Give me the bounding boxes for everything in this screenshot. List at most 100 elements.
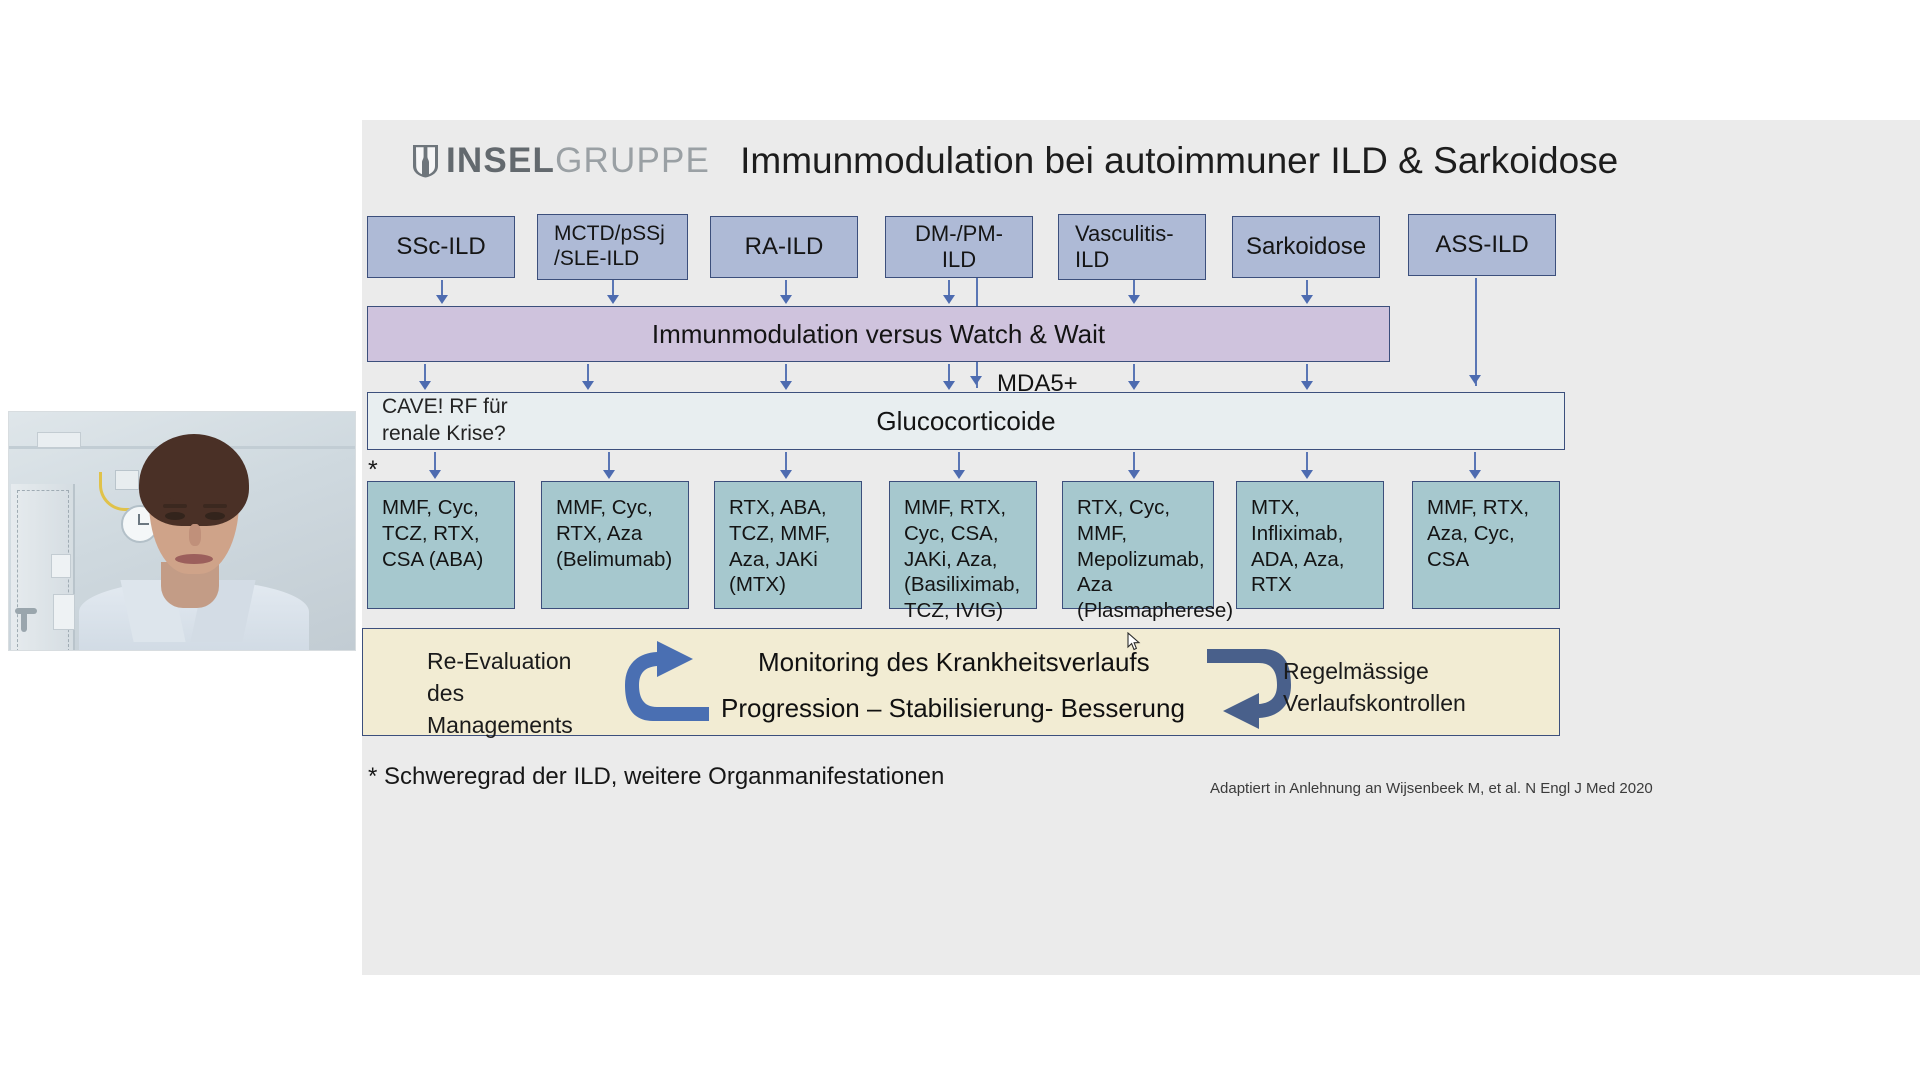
treatment-box-ssc-ild[interactable]: MMF, Cyc, TCZ, RTX, CSA (ABA) — [367, 481, 515, 609]
monitoring-left-line: Re-Evaluation — [427, 648, 572, 674]
monitoring-right-line: Regelmässige — [1283, 658, 1429, 684]
arrow-mda5-to-gluco — [969, 376, 983, 392]
treatment-line: Cyc, CSA, — [904, 521, 999, 545]
diagnosis-box-sarkoidose[interactable]: Sarkoidose — [1232, 216, 1380, 278]
treatment-box-dm-pm-ild[interactable]: MMF, RTX, Cyc, CSA, JAKi, Aza, (Basilixi… — [889, 481, 1037, 622]
band-immunomodulation-label: Immunmodulation versus Watch & Wait — [651, 318, 1106, 349]
arrow-gluco-to-tx-1 — [428, 452, 442, 480]
presenter-video-thumbnail[interactable] — [8, 411, 356, 651]
arrow-gluco-to-tx-7 — [1468, 452, 1482, 480]
cam-mouth — [175, 554, 213, 564]
cam-door-handle-stem — [21, 608, 27, 632]
curved-arrow-up-icon — [625, 641, 709, 721]
diagnosis-box-ssc-ild[interactable]: SSc-ILD — [367, 216, 515, 278]
monitoring-right-line: Verlaufskontrollen — [1283, 690, 1466, 717]
arrow-dmpm-to-immuno — [942, 280, 956, 305]
treatment-line: JAKi, Aza, — [904, 547, 998, 571]
arrow-vasculitis-to-immuno — [1127, 280, 1141, 305]
band-immunomodulation[interactable]: Immunmodulation versus Watch & Wait — [367, 306, 1390, 362]
cam-yellow-hose — [99, 472, 148, 511]
arrow-immuno-to-gluco-4 — [942, 364, 956, 391]
credit-text: Adaptiert in Anlehnung an Wijsenbeek M, … — [1210, 780, 1653, 797]
diagnosis-label: RA-ILD — [744, 232, 824, 260]
asterisk-marker: * — [368, 456, 378, 484]
bypass-line-ass-ild — [1475, 278, 1477, 386]
mouse-cursor-icon — [1127, 632, 1141, 651]
diagnosis-label: Vasculitis- ILD — [1075, 221, 1174, 272]
arrow-immuno-to-gluco-6 — [1300, 364, 1314, 391]
diagnosis-box-mctd-psjs-sle-ild[interactable]: MCTD/pSSj /SLE-ILD — [537, 214, 688, 280]
treatment-line: CSA (ABA) — [382, 547, 484, 571]
arrow-immuno-to-gluco-1 — [418, 364, 432, 391]
curved-arrow-down-icon — [1207, 649, 1291, 729]
diagnosis-label: DM-/PM-ILD — [915, 221, 1003, 272]
diagnosis-label: SSc-ILD — [396, 232, 486, 260]
treatment-line: (Basiliximab, — [904, 573, 1021, 597]
treatment-line: TCZ, IVIG) — [904, 599, 1004, 623]
treatment-line: CSA — [1427, 547, 1470, 571]
cave-note: CAVE! RF für renale Krise? — [382, 395, 508, 445]
insel-shield-icon — [413, 144, 438, 177]
treatment-line: MMF, Cyc, — [556, 496, 653, 519]
arrow-gluco-to-tx-4 — [952, 452, 966, 480]
diagnosis-label: ASS-ILD — [1435, 230, 1529, 258]
diagnosis-box-dm-pm-ild[interactable]: DM-/PM-ILD — [885, 216, 1033, 278]
treatment-line: ADA, Aza, RTX — [1251, 547, 1345, 597]
logo-insel-text: INSEL — [446, 141, 556, 180]
arrow-ra-to-immuno — [779, 280, 793, 305]
treatment-line: RTX, Aza — [556, 521, 643, 545]
treatment-box-sarkoidose[interactable]: MTX, Infliximab, ADA, Aza, RTX — [1236, 481, 1384, 609]
monitoring-left-text: Re-Evaluation des Managements — [427, 645, 573, 742]
diagnosis-box-ass-ild[interactable]: ASS-ILD — [1408, 214, 1556, 276]
slide-header: INSEL GRUPPE Immunmodulation bei autoimm… — [412, 142, 1618, 179]
arrow-gluco-to-tx-3 — [779, 452, 793, 480]
treatment-line: TCZ, RTX, — [382, 521, 480, 545]
monitoring-left-line: Managements — [427, 712, 573, 739]
treatment-line: MMF, RTX, — [904, 496, 1007, 519]
treatment-box-ass-ild[interactable]: MMF, RTX, Aza, Cyc, CSA — [1412, 481, 1560, 609]
diagnosis-box-vasculitis-ild[interactable]: Vasculitis- ILD — [1058, 214, 1206, 280]
arrow-ssc-to-immuno — [435, 280, 449, 305]
treatment-box-mctd-psjs-sle-ild[interactable]: MMF, Cyc, RTX, Aza (Belimumab) — [541, 481, 689, 609]
treatment-line: (Belimumab) — [556, 547, 673, 571]
arrow-immuno-to-gluco-2 — [581, 364, 595, 391]
treatment-line: Aza, Cyc, — [1427, 521, 1515, 545]
treatment-line: Mepolizumab, — [1077, 547, 1205, 571]
treatment-line: RTX, ABA, — [729, 496, 827, 519]
monitoring-center-line-2: Progression – Stabilisierung- Besserung — [721, 693, 1185, 723]
treatment-line: MMF, Cyc, — [382, 496, 479, 519]
arrow-gluco-to-tx-6 — [1300, 452, 1314, 480]
monitoring-center-line-1: Monitoring des Krankheitsverlaufs — [758, 647, 1150, 677]
treatment-line: (MTX) — [729, 573, 786, 597]
arrow-immuno-to-gluco-5 — [1127, 364, 1141, 391]
treatment-line: MTX, — [1251, 496, 1300, 519]
treatment-line: TCZ, MMF, — [729, 521, 831, 545]
arrow-gluco-to-tx-5 — [1127, 452, 1141, 480]
slide-title: Immunmodulation bei autoimmuner ILD & Sa… — [740, 140, 1619, 181]
arrow-sarkoidose-to-immuno — [1300, 280, 1314, 305]
cam-wall-outlet-box — [115, 470, 139, 490]
cam-eyebrow-right — [203, 504, 227, 508]
cam-wall-panel — [37, 432, 81, 448]
footnote-text: * Schweregrad der ILD, weitere Organmani… — [368, 763, 945, 790]
monitoring-left-line: des — [427, 680, 465, 707]
treatment-line: (Plasmapherese) — [1077, 599, 1234, 623]
arrow-gluco-to-tx-2 — [602, 452, 616, 480]
cam-light-switch — [51, 554, 71, 578]
diagnosis-box-ra-ild[interactable]: RA-ILD — [710, 216, 858, 278]
treatment-box-vasculitis-ild[interactable]: RTX, Cyc, MMF, Mepolizumab, Aza (Plasmap… — [1062, 481, 1233, 622]
treatment-line: RTX, Cyc, MMF, — [1077, 496, 1171, 545]
cam-eye-right — [205, 512, 225, 520]
band-glucocorticoide[interactable]: CAVE! RF für renale Krise? Glucocorticoi… — [367, 392, 1565, 450]
treatment-line: Infliximab, — [1251, 521, 1344, 545]
treatment-line: Aza — [1077, 573, 1113, 597]
band-glucocorticoide-label: Glucocorticoide — [876, 405, 1056, 436]
arrow-ass-to-gluco — [1468, 375, 1482, 391]
cam-eye-left — [165, 512, 185, 520]
treatment-line: MMF, RTX, — [1427, 496, 1530, 519]
cam-wall-socket — [53, 594, 75, 630]
treatment-line: Aza, JAKi — [729, 547, 818, 571]
treatment-box-ra-ild[interactable]: RTX, ABA, TCZ, MMF, Aza, JAKi (MTX) — [714, 481, 862, 609]
band-monitoring[interactable]: Re-Evaluation des Managements Monitoring… — [362, 628, 1560, 738]
